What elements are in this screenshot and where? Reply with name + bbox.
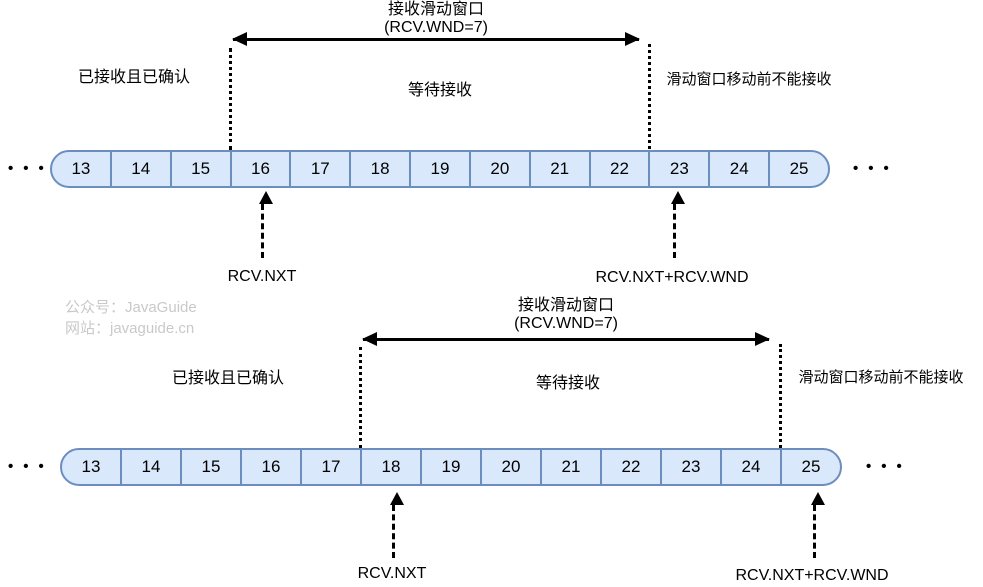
label-waiting-top: 等待接收 <box>407 82 472 99</box>
window-title-bottom: 接收滑动窗口 (RCV.WND=7) <box>466 297 666 333</box>
sequence-cell: 13 <box>71 159 91 178</box>
window-span-arrow-bottom <box>362 332 770 346</box>
sequence-cell: 25 <box>768 152 828 186</box>
sequence-row-bottom: 13 14 15 16 17 18 19 20 21 22 23 24 25 <box>60 448 842 486</box>
sequence-cell: 16 <box>229 152 290 186</box>
sequence-cell: 20 <box>480 450 540 484</box>
window-title-line1: 接收滑动窗口 <box>517 297 614 314</box>
window-title-line2: (RCV.WND=7) <box>514 315 618 332</box>
sequence-cell: 22 <box>588 152 649 186</box>
label-cannot-receive-bottom: 滑动窗口移动前不能接收 <box>798 369 964 386</box>
window-title-line1: 接收滑动窗口 <box>387 1 484 18</box>
ellipsis-right-bottom: ••• <box>866 458 912 475</box>
sequence-cell: 21 <box>540 450 600 484</box>
sequence-cell: 23 <box>648 152 708 186</box>
ellipsis-left-bottom: ••• <box>8 458 54 475</box>
sequence-cell: 14 <box>109 152 170 186</box>
rcv-nxt-wnd-pointer-arrow-top <box>670 191 685 258</box>
label-received-acked-bottom: 已接收且已确认 <box>171 370 284 387</box>
sequence-cell: 15 <box>169 152 230 186</box>
sequence-row-top: 13 14 15 16 17 18 19 20 21 22 23 24 25 <box>50 150 830 188</box>
sequence-cell: 17 <box>300 450 360 484</box>
window-title-top: 接收滑动窗口 (RCV.WND=7) <box>336 1 536 37</box>
window-span-arrow-top <box>232 32 640 46</box>
watermark-line2: 网站：javaguide.cn <box>65 320 195 337</box>
sequence-cell: 18 <box>360 450 420 484</box>
rcv-nxt-label-bottom: RCV.NXT <box>357 565 427 582</box>
label-cannot-receive-top: 滑动窗口移动前不能接收 <box>666 71 832 88</box>
window-right-boundary-bottom <box>779 344 782 448</box>
sequence-cell: 23 <box>660 450 720 484</box>
sequence-cell: 14 <box>120 450 180 484</box>
sequence-cell: 24 <box>708 152 768 186</box>
sequence-cell: 17 <box>289 152 349 186</box>
sequence-cell: 21 <box>528 152 589 186</box>
sequence-cell: 19 <box>420 450 480 484</box>
window-left-boundary-top <box>229 48 232 150</box>
rcv-nxt-wnd-pointer-arrow-bottom <box>810 492 825 558</box>
sequence-cell: 18 <box>349 152 409 186</box>
window-title-line2: (RCV.WND=7) <box>384 19 488 36</box>
rcv-nxt-pointer-arrow-top <box>258 191 273 258</box>
window-left-boundary-bottom <box>359 347 362 448</box>
sequence-cell: 13 <box>81 457 101 476</box>
sequence-cell: 20 <box>468 152 529 186</box>
watermark: 公众号：JavaGuide 网站：javaguide.cn <box>65 297 197 339</box>
label-received-acked-top: 已接收且已确认 <box>77 69 190 86</box>
rcv-nxt-label-top: RCV.NXT <box>227 268 297 285</box>
watermark-line1: 公众号：JavaGuide <box>65 299 197 316</box>
window-right-boundary-top <box>648 44 651 149</box>
label-waiting-bottom: 等待接收 <box>535 375 600 392</box>
sequence-cell: 15 <box>180 450 240 484</box>
sequence-cell: 19 <box>409 152 469 186</box>
sequence-cell: 25 <box>780 450 840 484</box>
ellipsis-right-top: ••• <box>853 160 899 177</box>
rcv-nxt-pointer-arrow-bottom <box>389 492 404 558</box>
rcv-nxt-wnd-label-bottom: RCV.NXT+RCV.WND <box>735 567 889 584</box>
sequence-cell: 24 <box>720 450 780 484</box>
rcv-nxt-wnd-label-top: RCV.NXT+RCV.WND <box>595 269 749 286</box>
ellipsis-left-top: ••• <box>8 160 54 177</box>
sequence-cell: 16 <box>240 450 300 484</box>
sequence-cell: 22 <box>600 450 660 484</box>
